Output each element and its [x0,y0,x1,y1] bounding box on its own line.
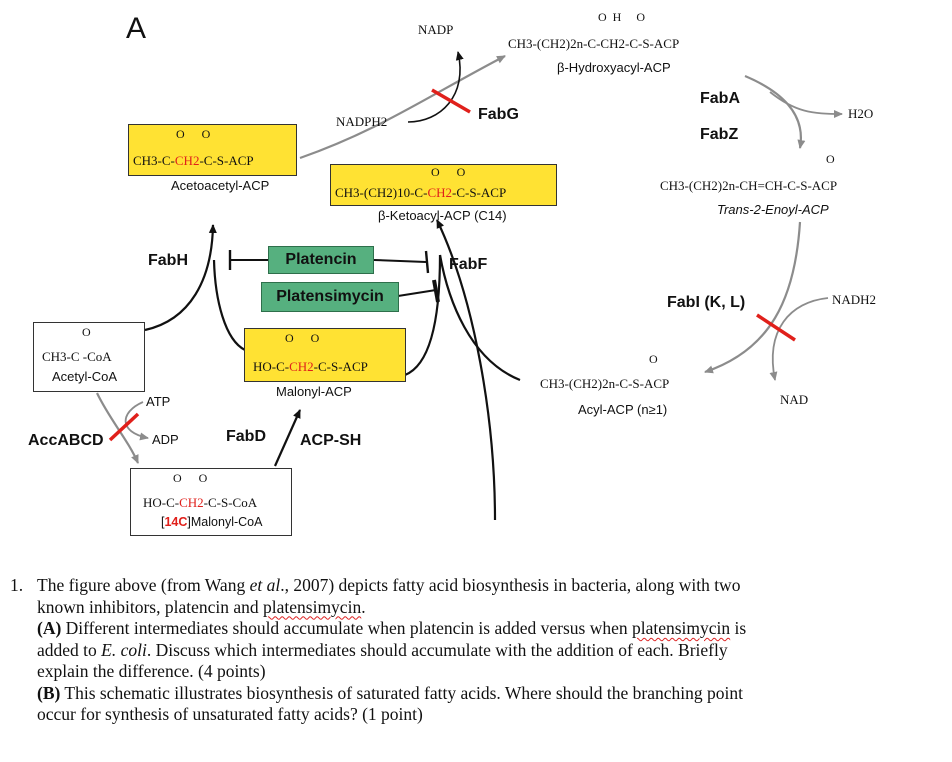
enzyme-fabd: FabD [226,428,266,445]
arrow-acyl-to-fabf [438,254,521,382]
acetoacetyl-acp-name: Acetoacetyl-ACP [171,178,270,193]
cofactor-nad: NAD [780,392,809,407]
enzyme-accabcd: AccABCD [28,432,104,449]
hydroxyacyl-formula: CH3-(CH2)2n-C-CH2-C-S-ACP [508,36,680,51]
acetoacetyl-formula: CH3-C-CH2-C-S-ACP [133,153,254,168]
part-b-line-1: (B) This schematic illustrates biosynthe… [37,682,743,703]
malonyl-acp-formula: HO-C-CH2-C-S-ACP [253,359,368,374]
part-b-line-2: occur for synthesis of unsaturated fatty… [37,704,423,724]
cofactor-nadp: NADP [418,22,454,37]
cofactor-h2o: H2O [848,106,874,121]
malonyl-acp-oxygens: O O [285,331,327,345]
enoyl-formula: CH3-(CH2)2n-CH=CH-C-S-ACP [660,178,838,193]
arrow-acetyl-to-fabh [144,224,217,332]
part-a-line-2: added to E. coli. Discuss which intermed… [37,639,728,660]
question-line-2: known inhibitors, platencin and platensi… [37,596,366,617]
platencin-to-fabf [373,259,427,263]
pathway-arrows [96,51,843,521]
arrow-acetyl-to-malonylcoa [96,392,140,464]
cofactor-nadh2: NADH2 [832,292,877,307]
cofactor-adp: ADP [152,432,179,447]
cofactor-atp: ATP [146,394,171,409]
panel-label: A [126,12,147,45]
arrow-fabf-to-ketoacyl [436,219,497,521]
cofactor-acp-sh: ACP-SH [300,432,362,449]
enzyme-fabh: FabH [148,252,188,269]
acetyl-formula: CH3-C -CoA [42,349,112,364]
enzyme-fabf: FabF [449,256,488,273]
arrow-nadph-nadp [407,51,464,123]
malonyl-coa-box: O O HO-C-CH2-C-S-CoA [14C]Malonyl-CoA [130,468,292,536]
fabg-inhibition-mark [431,88,471,114]
enzyme-fabg: FabG [478,106,519,123]
enzyme-fabz: FabZ [700,126,739,143]
hydroxyacyl-top: OH O [598,10,651,24]
acetyl-coa-name: Acetyl-CoA [52,369,118,384]
acetoacetyl-oxygens: O O [176,127,218,141]
question-body: The figure above (from Wang et al., 2007… [37,575,942,726]
arrow-acetoacetyl-to-hydroxyacyl [299,55,506,160]
enoyl-top: O [826,152,835,166]
malonyl-acp-box: O O HO-C-CH2-C-S-ACP [244,328,406,382]
arrow-hydroxyacyl-to-enoyl [744,74,806,149]
acetyl-coa-box: O CH3-C -CoA Acetyl-CoA [33,322,145,392]
platensimycin-to-fabf [397,289,437,297]
enzyme-faba: FabA [700,90,740,107]
malonyl-coa-formula: HO-C-CH2-C-S-CoA [143,495,258,510]
malonyl-acp-name: Malonyl-ACP [276,384,352,399]
question-number: 1. [10,575,24,595]
arrow-enoyl-to-acyl [704,221,802,374]
arrow-malonyl-to-fabh [212,259,246,351]
ketoacyl-acp-name: β-Ketoacyl-ACP (C14) [378,208,507,223]
ketoacyl-acp-box: O O CH3-(CH2)10-C-CH2-C-S-ACP [330,164,557,206]
ketoacyl-oxygens: O O [431,165,473,179]
acetoacetyl-acp-box: O O CH3-C-CH2-C-S-ACP [128,124,297,176]
malonyl-coa-name: [14C]Malonyl-CoA [161,515,263,529]
ketoacyl-formula: CH3-(CH2)10-C-CH2-C-S-ACP [335,185,507,200]
acetyl-top: O [82,325,91,339]
acyl-formula: CH3-(CH2)2n-C-S-ACP [540,376,670,391]
arrow-nadh-nad [769,297,829,381]
arrow-malonylcoa-to-malonylacp [273,409,302,467]
question-line-1: The figure above (from Wang et al., 2007… [37,575,741,595]
cofactor-nadph2: NADPH2 [336,114,388,129]
arrow-malonyl-to-fabf [404,254,442,377]
arrow-atp-adp [124,401,149,441]
part-a-line-1: (A) Different intermediates should accum… [37,618,747,638]
acyl-top: O [649,352,658,366]
inhibitor-platencin: Platencin [268,246,374,274]
accabcd-inhibition-mark [108,412,140,442]
inhibitor-platensimycin: Platensimycin [261,282,399,312]
acyl-acp-name: Acyl-ACP (n≥1) [578,402,668,417]
fabi-inhibition-mark [756,313,796,342]
hydroxyacyl-acp-name: β-Hydroxyacyl-ACP [557,60,671,75]
malonyl-coa-oxygens: O O [173,471,215,485]
arrow-h2o [769,91,843,118]
enoyl-acp-name: Trans-2-Enoyl-ACP [717,202,829,217]
part-a-line-3: explain the difference. (4 points) [37,661,266,681]
enzyme-fabi: FabI (K, L) [667,294,746,311]
